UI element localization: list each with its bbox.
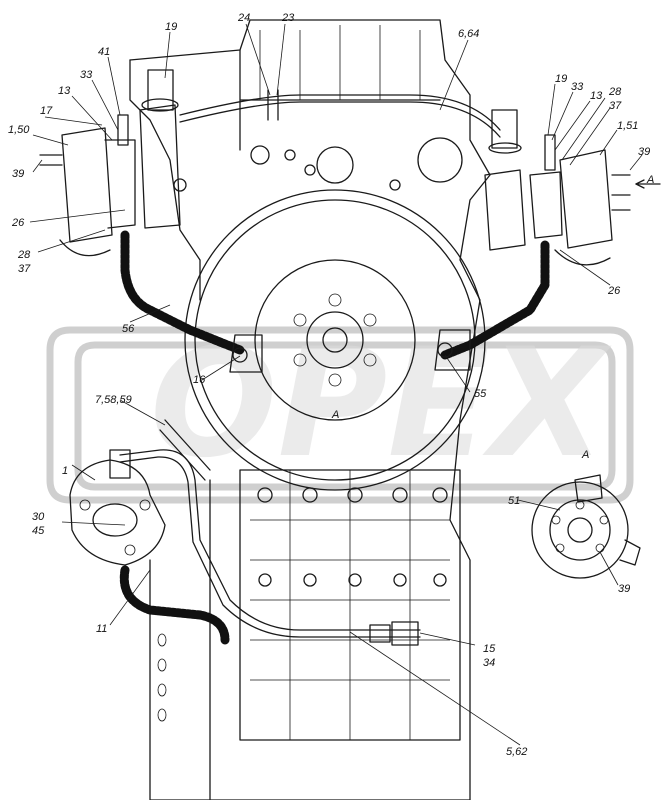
callout-37-right: 37 [609, 100, 622, 112]
callout-28-right: 28 [608, 86, 622, 98]
callout-33-right: 33 [571, 81, 584, 93]
callout-24: 24 [237, 12, 250, 24]
callout-37-left: 37 [18, 263, 31, 275]
callout-41: 41 [98, 46, 110, 58]
left-turbocharger [39, 69, 187, 257]
leader-lines [29, 23, 661, 746]
callout-11: 11 [96, 623, 107, 635]
callout-17: 17 [40, 105, 53, 117]
callout-51: 51 [508, 495, 520, 507]
callout-labels: 19 24 23 6,64 41 33 13 17 1,50 39 26 28 … [8, 12, 654, 758]
callout-19-right: 19 [555, 73, 567, 85]
callout-34: 34 [483, 657, 495, 669]
callout-15: 15 [483, 643, 496, 655]
lower-oil-lines [119, 419, 421, 646]
callout-30: 30 [32, 511, 45, 523]
callout-1-51: 1,51 [617, 120, 638, 132]
callout-6-64: 6,64 [458, 28, 479, 40]
mount-brackets [229, 329, 471, 373]
callout-a-view: A [581, 449, 589, 461]
callout-39-inset: 39 [618, 583, 630, 595]
callout-28-left: 28 [17, 249, 31, 261]
callout-56: 56 [122, 323, 135, 335]
callout-45: 45 [32, 525, 45, 537]
callout-39-left: 39 [12, 168, 24, 180]
oil-hoses [119, 230, 550, 645]
callout-1: 1 [62, 465, 68, 477]
callout-1-50: 1,50 [8, 124, 30, 136]
callout-26-left: 26 [11, 217, 25, 229]
callout-19-left: 19 [165, 21, 177, 33]
callout-33-left: 33 [80, 69, 93, 81]
callout-a-arrow: A [646, 174, 654, 186]
callout-13-left: 13 [58, 85, 71, 97]
callout-16: 16 [193, 374, 206, 386]
engine-block [129, 19, 491, 800]
callout-26-right: 26 [607, 285, 621, 297]
callout-23: 23 [281, 12, 295, 24]
top-crossover-pipe [179, 89, 501, 138]
callout-a-mid: A [331, 409, 339, 421]
view-a-inset [531, 474, 641, 579]
callout-55: 55 [474, 388, 487, 400]
callout-13-right: 13 [590, 90, 603, 102]
turbine-flange [69, 449, 166, 566]
watermark: OPEX [46, 317, 634, 504]
right-turbocharger [484, 109, 631, 266]
callout-39-right: 39 [638, 146, 650, 158]
callout-5-62: 5,62 [506, 746, 527, 758]
callout-7-58-59: 7,58,59 [95, 394, 132, 406]
